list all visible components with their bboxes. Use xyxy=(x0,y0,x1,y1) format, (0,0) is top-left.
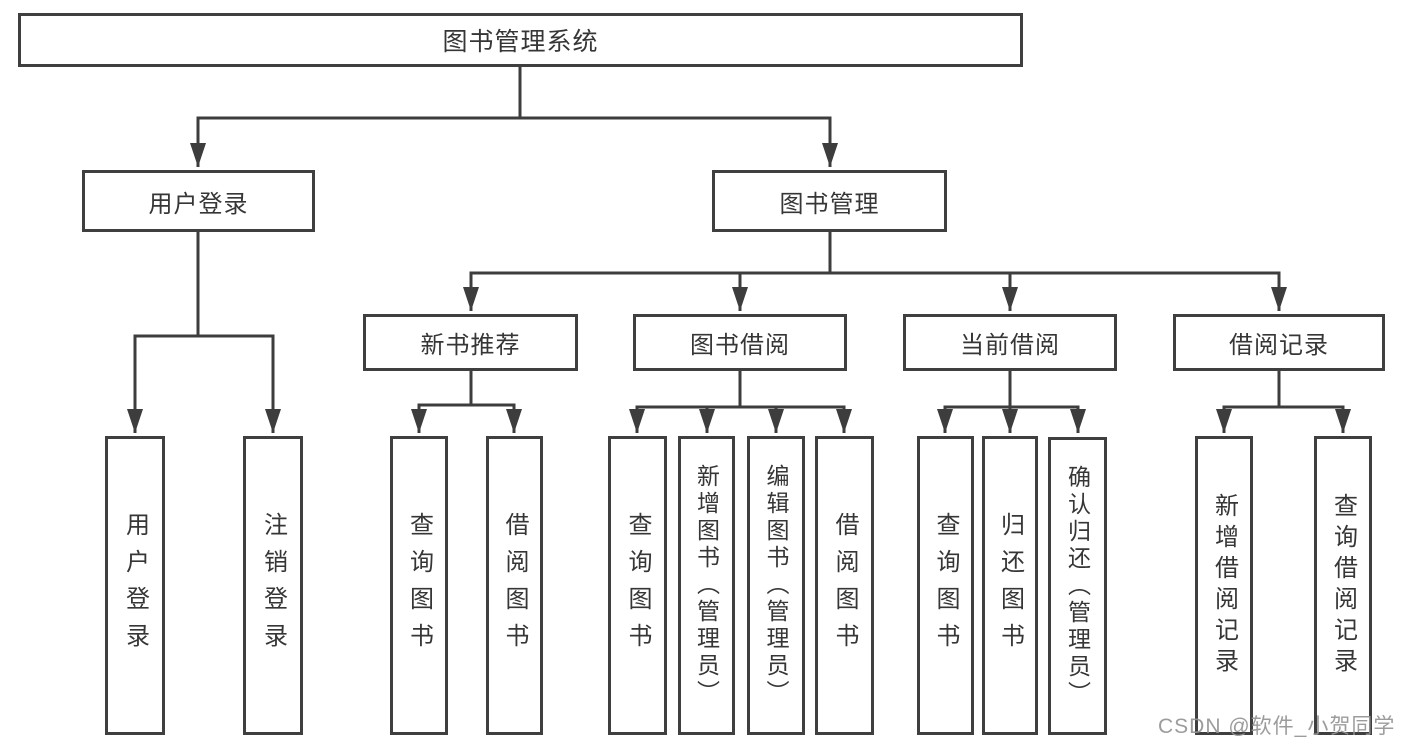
leaf-edit-books-admin: 编辑图书（管理员） xyxy=(747,436,805,735)
node-label: 查询图书 xyxy=(624,511,651,660)
node-label: 借阅图书 xyxy=(501,511,528,660)
node-label: 当前借阅 xyxy=(960,332,1060,359)
leaf-query-books-2: 查询图书 xyxy=(608,436,667,735)
leaf-return-books: 归还图书 xyxy=(982,436,1038,735)
connector-arrows xyxy=(127,118,1351,433)
leaf-query-books-3: 查询图书 xyxy=(917,436,974,735)
node-label: 查询图书 xyxy=(932,511,959,660)
node-label: 用户登录 xyxy=(121,511,149,660)
node-label: 查询图书 xyxy=(405,511,433,660)
leaf-confirm-return-admin: 确认归还（管理员） xyxy=(1048,437,1107,735)
node-label: 确认归还（管理员） xyxy=(1064,464,1091,708)
node-borrowing-records: 借阅记录 xyxy=(1173,314,1385,371)
node-label: 查询借阅记录 xyxy=(1329,492,1357,679)
node-root-library-system: 图书管理系统 xyxy=(18,13,1023,67)
leaf-borrow-books-1: 借阅图书 xyxy=(486,436,543,735)
connector-trunks xyxy=(133,65,1345,409)
node-current-borrowing: 当前借阅 xyxy=(903,314,1117,371)
leaf-query-borrow-record: 查询借阅记录 xyxy=(1314,436,1372,735)
node-label: 借阅图书 xyxy=(831,511,858,660)
node-book-borrowing: 图书借阅 xyxy=(633,314,847,371)
node-new-book-recommendation: 新书推荐 xyxy=(363,314,578,371)
node-user-login-branch: 用户登录 xyxy=(82,170,315,232)
node-book-management-branch: 图书管理 xyxy=(712,170,947,232)
node-label: 新增借阅记录 xyxy=(1210,492,1238,679)
leaf-borrow-books-2: 借阅图书 xyxy=(815,436,874,735)
node-label: 编辑图书（管理员） xyxy=(763,464,789,707)
node-label: 新书推荐 xyxy=(420,332,521,359)
node-label: 图书管理 xyxy=(779,190,880,218)
leaf-add-borrow-record: 新增借阅记录 xyxy=(1195,436,1253,735)
node-label: 图书管理系统 xyxy=(442,28,599,56)
node-label: 新增图书（管理员） xyxy=(693,464,720,707)
leaf-add-books-admin: 新增图书（管理员） xyxy=(678,436,735,735)
node-label: 用户登录 xyxy=(148,190,249,218)
leaf-query-books-1: 查询图书 xyxy=(390,436,448,735)
node-label: 借阅记录 xyxy=(1229,332,1329,359)
leaf-logout: 注销登录 xyxy=(243,436,303,735)
node-label: 注销登录 xyxy=(259,511,287,660)
leaf-user-login: 用户登录 xyxy=(105,436,165,735)
csdn-watermark: CSDN @软件_小贺同学 xyxy=(1158,715,1396,738)
node-label: 归还图书 xyxy=(996,511,1024,660)
node-label: 图书借阅 xyxy=(690,332,790,359)
